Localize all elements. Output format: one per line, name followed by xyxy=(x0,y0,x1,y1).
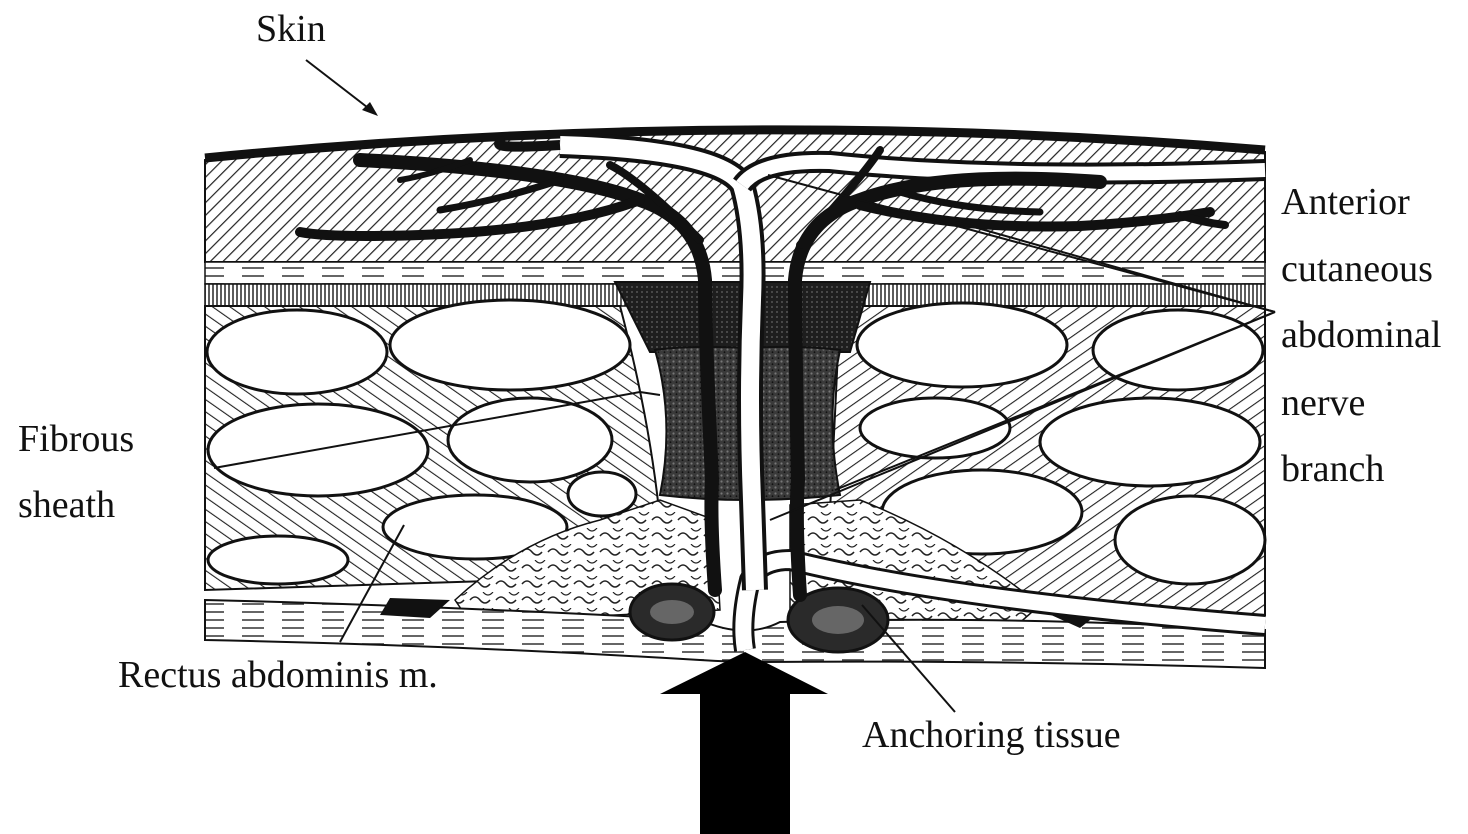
skin-leader xyxy=(306,60,376,114)
label-nerve-line-2: cutaneous xyxy=(1281,250,1433,288)
label-fibrous-sheath-line-1: Fibrous xyxy=(18,420,134,458)
label-nerve-line-5: branch xyxy=(1281,450,1384,488)
fibrous-leader-b xyxy=(640,392,660,395)
label-rectus-abdominis: Rectus abdominis m. xyxy=(118,656,438,694)
label-nerve-line-3: abdominal xyxy=(1281,316,1441,354)
pressure-arrow xyxy=(660,652,828,834)
label-nerve-line-4: nerve xyxy=(1281,384,1365,422)
label-skin: Skin xyxy=(256,10,326,48)
label-anchoring-tissue: Anchoring tissue xyxy=(862,716,1121,754)
label-nerve-line-1: Anterior xyxy=(1281,183,1410,221)
label-fibrous-sheath-line-2: sheath xyxy=(18,486,115,524)
